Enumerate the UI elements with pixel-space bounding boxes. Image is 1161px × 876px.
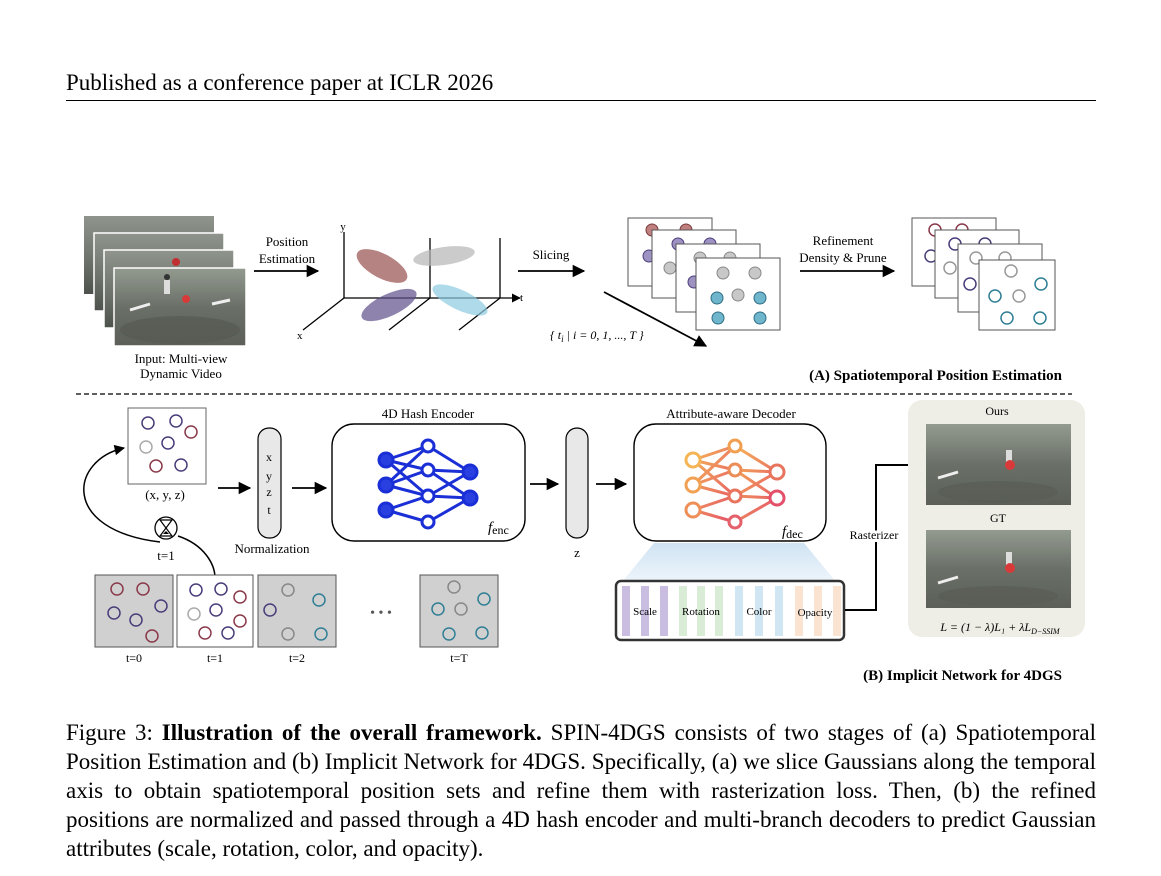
attr-rotation-label: Rotation <box>682 606 720 618</box>
refinement-label-1: Refinement <box>813 233 874 248</box>
input-video-stack <box>84 216 247 347</box>
decoder-title: Attribute-aware Decoder <box>666 406 796 421</box>
refinement-label-2: Density & Prune <box>799 250 887 265</box>
position-estimation-label-2: Estimation <box>259 251 316 266</box>
axis-t-label: t <box>520 292 523 304</box>
attr-color-label: Color <box>746 606 771 618</box>
input-label-line1: Input: Multi-view <box>135 351 228 366</box>
loop-arrow <box>83 444 161 543</box>
gaussian-ellipse-teal <box>432 284 488 316</box>
z-label: z <box>574 545 580 560</box>
sliced-cards <box>627 217 781 331</box>
input-label-line2: Dynamic Video <box>140 366 222 381</box>
hourglass-icon <box>154 516 178 540</box>
hash-encoder-title: 4D Hash Encoder <box>382 406 475 421</box>
hash-encoder-network <box>377 438 479 530</box>
gaussian-ellipse-gray <box>413 246 475 266</box>
svg-text:x: x <box>266 450 272 464</box>
frame-t1 <box>176 574 254 648</box>
stage-b-title: (B) Implicit Network for 4DGS <box>863 668 1062 684</box>
gaussian-ellipse-purple <box>361 288 417 322</box>
frame-t0 <box>94 574 174 648</box>
framework-figure: Input: Multi-view Dynamic Video Position… <box>76 216 1085 684</box>
gaussian-ellipse-red <box>356 249 408 283</box>
normalization-label: Normalization <box>234 541 310 556</box>
frame-t2 <box>257 574 337 648</box>
spatiotemporal-axes <box>302 232 521 331</box>
decoder-box <box>633 423 827 542</box>
caption-bold: Illustration of the overall framework. <box>161 720 542 745</box>
time-set-label: { ti | i = 0, 1, ..., T } <box>550 328 644 344</box>
frame-tT <box>419 574 499 648</box>
svg-text:z: z <box>266 485 271 499</box>
frame-tT-label: t=T <box>450 651 468 665</box>
latent-vector-z <box>565 427 589 539</box>
point-card-xyz <box>127 407 207 485</box>
running-header: Published as a conference paper at ICLR … <box>66 70 494 95</box>
caption-prefix: Figure 3: <box>66 720 162 745</box>
axis-y-label: y <box>340 221 346 233</box>
decoder-fanout <box>622 543 836 582</box>
xyz-label: (x, y, z) <box>145 487 185 502</box>
timeline-ellipsis: • • • <box>370 606 392 621</box>
decoder-network <box>684 438 786 530</box>
axis-x-label: x <box>297 330 303 342</box>
ours-render-image <box>926 424 1071 505</box>
ours-label: Ours <box>985 404 1009 418</box>
loss-formula: L = (1 − λ)L₁ + λLD−SSIM <box>939 620 1060 636</box>
caption-body: SPIN-4DGS consists of two stages of (a) … <box>66 720 1096 861</box>
figure-caption: Figure 3: Illustration of the overall fr… <box>66 718 1096 863</box>
slicing-label: Slicing <box>533 247 570 262</box>
arrow-time-slices <box>603 291 708 347</box>
f-dec-label: fdec <box>782 524 803 541</box>
svg-text:t: t <box>267 503 271 517</box>
position-estimation-label-1: Position <box>266 234 309 249</box>
refined-cards <box>911 217 1056 331</box>
rasterizer-label: Rasterizer <box>850 528 899 542</box>
gt-render-image <box>926 530 1071 608</box>
rasterizer-arrow <box>845 458 924 611</box>
gt-label: GT <box>990 511 1007 525</box>
attr-opacity-label: Opacity <box>798 607 833 619</box>
header-rule <box>66 100 1096 101</box>
frame-t1-label: t=1 <box>207 651 223 665</box>
attr-scale-label: Scale <box>633 606 657 618</box>
frame-t0-label: t=0 <box>126 651 142 665</box>
t1-link-line <box>177 535 216 579</box>
f-enc-label: fenc <box>488 520 509 537</box>
xyzt-vector: x y z t <box>257 427 282 539</box>
hourglass-t1-label: t=1 <box>157 548 174 563</box>
frame-t2-label: t=2 <box>289 651 305 665</box>
attribute-heads <box>614 579 846 642</box>
svg-text:y: y <box>266 469 272 483</box>
stage-a-title: (A) Spatiotemporal Position Estimation <box>809 368 1063 384</box>
